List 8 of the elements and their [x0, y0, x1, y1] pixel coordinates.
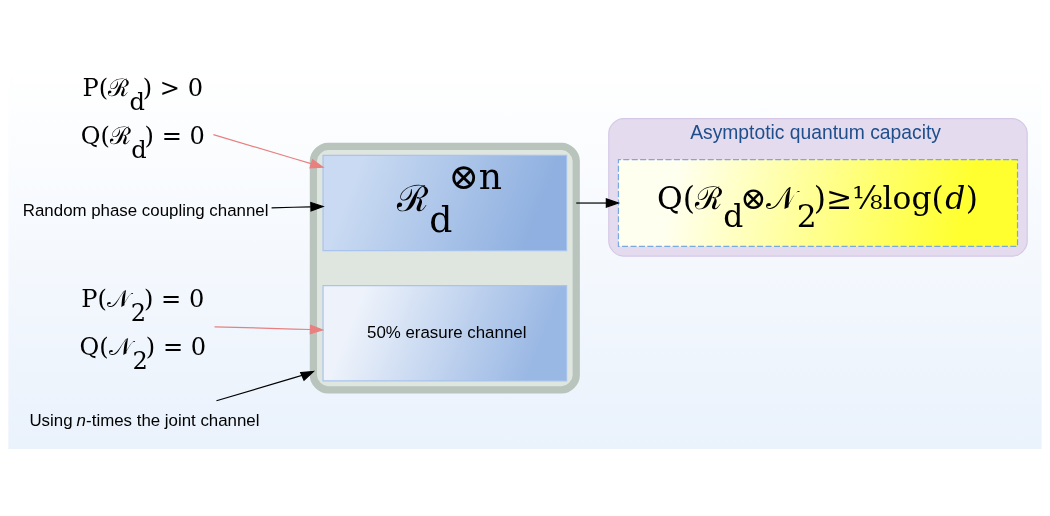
arrow [215, 370, 316, 401]
arrow [575, 197, 621, 208]
node-text: Random phase coupling channel [22, 200, 269, 220]
node-box: 50% erasure channel [322, 284, 568, 381]
arrow [271, 201, 325, 212]
node-text: Using n-times the joint channel [29, 410, 260, 430]
arrow [212, 133, 325, 168]
arrow [213, 323, 325, 335]
